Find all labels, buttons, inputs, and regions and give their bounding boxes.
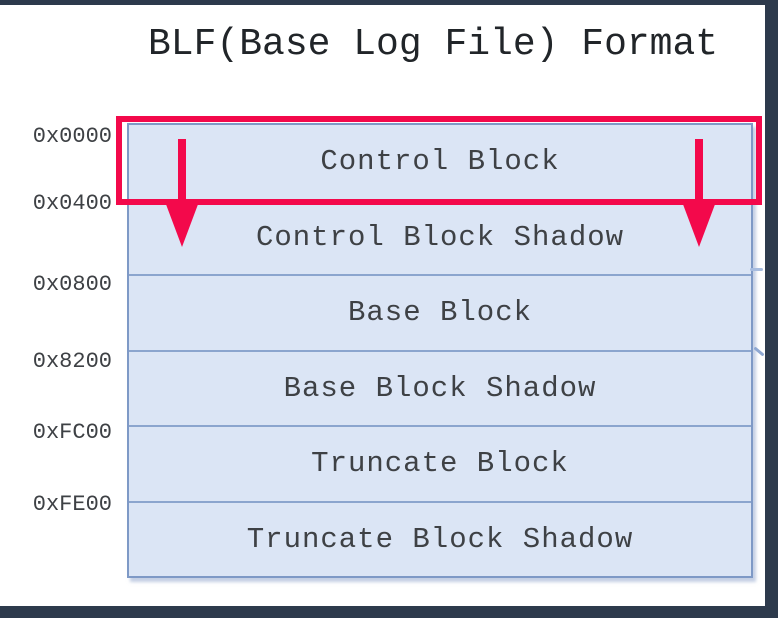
block-row-truncate-block: Truncate Block	[129, 425, 751, 501]
frame-edge-right	[765, 0, 778, 618]
frame-edge-bottom	[0, 606, 778, 618]
block-row-truncate-block-shadow: Truncate Block Shadow	[129, 500, 751, 577]
page-title: BLF(Base Log File) Format	[148, 23, 719, 66]
block-row-control-block: Control Block	[129, 125, 751, 199]
block-label: Truncate Block	[311, 447, 569, 481]
memory-block-stack: Control Block Control Block Shadow Base …	[127, 123, 753, 578]
block-label: Base Block	[347, 296, 533, 330]
tick-mark	[750, 268, 763, 271]
down-arrow-icon	[164, 199, 200, 247]
control-block-highlight-box	[116, 116, 762, 205]
block-label: Control Block Shadow	[255, 220, 625, 254]
block-row-base-block: Base Block	[129, 274, 751, 350]
down-arrow-icon	[178, 139, 186, 199]
tick-mark	[753, 346, 765, 357]
block-row-control-block-shadow: Control Block Shadow	[129, 198, 751, 275]
address-label: 0xFE00	[32, 492, 112, 517]
down-arrow-icon	[681, 199, 717, 247]
block-label: Truncate Block Shadow	[246, 522, 634, 556]
down-arrow-icon	[695, 139, 703, 199]
frame-edge-top	[0, 0, 778, 5]
address-label: 0x8200	[32, 349, 112, 374]
block-label: Control Block	[320, 145, 560, 179]
address-label: 0x0800	[32, 272, 112, 297]
address-label: 0x0400	[32, 191, 112, 216]
address-label: 0x0000	[32, 124, 112, 149]
address-label: 0xFC00	[32, 420, 112, 445]
block-row-base-block-shadow: Base Block Shadow	[129, 349, 751, 426]
block-label: Base Block Shadow	[283, 371, 597, 405]
